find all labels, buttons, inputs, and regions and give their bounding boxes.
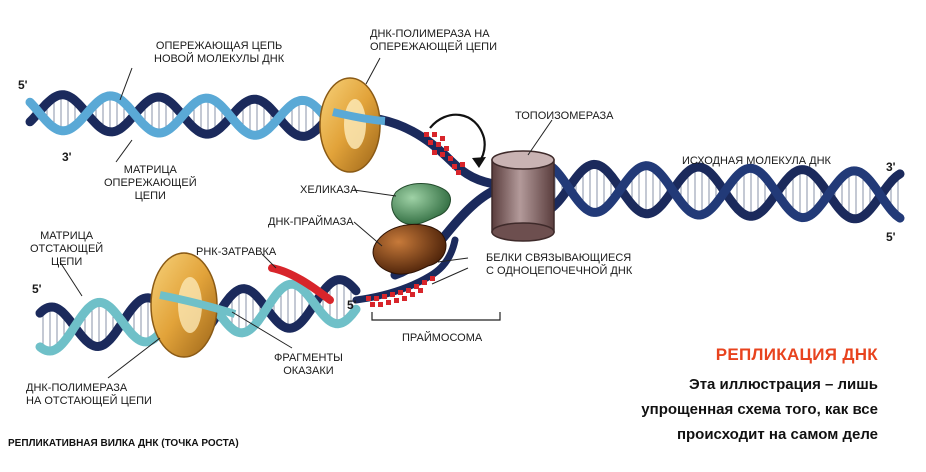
ssb-dot [410, 292, 415, 297]
dotted-protein-icon [366, 276, 435, 307]
ssb-dot [440, 136, 445, 141]
footer-caption: РЕПЛИКАТИВНАЯ ВИЛКА ДНК (ТОЧКА РОСТА) [8, 438, 239, 449]
prime-lagging-inner-5: 5' [347, 298, 357, 312]
rotation-arrow-icon [430, 115, 485, 164]
ssb-dot [430, 276, 435, 281]
ssb-dot [374, 296, 379, 301]
ssb-dot [448, 156, 453, 161]
primosome-bracket [372, 312, 500, 320]
ssb-dot [460, 162, 465, 167]
ssb-dot [422, 280, 427, 285]
prime-left-3: 3' [62, 150, 72, 164]
caption-line: Эта иллюстрация – лишь [641, 372, 878, 397]
ssb-dot [398, 290, 403, 295]
ssb-dot [366, 296, 371, 301]
ssb-dot [428, 140, 433, 145]
ssb-dot [432, 132, 437, 137]
ssb-dot [386, 300, 391, 305]
arrow-head [472, 157, 486, 168]
caption-line: происходит на самом деле [641, 422, 878, 447]
ssb-dot [382, 294, 387, 299]
ssb-dot [402, 296, 407, 301]
label-original-molecule: ИСХОДНАЯ МОЛЕКУЛА ДНК [682, 155, 831, 168]
cylinder-ring-icon [492, 151, 554, 241]
ssb-dot [390, 292, 395, 297]
prime-right-5: 5' [886, 230, 896, 244]
ssb-dot [436, 142, 441, 147]
protein-blob-icon [373, 224, 446, 274]
ssb-dot [432, 150, 437, 155]
ssb-dot [440, 152, 445, 157]
ssb-dot [444, 146, 449, 151]
ssb-dot [370, 302, 375, 307]
ssb-dot [452, 164, 457, 169]
ssb-dot [456, 170, 461, 175]
prime-right-3: 3' [886, 160, 896, 174]
protein-blob-icon [392, 184, 451, 225]
ssb-dot [394, 298, 399, 303]
caption-line: упрощенная схема того, как все [641, 397, 878, 422]
original-dna-helix [496, 163, 900, 219]
caption-body: Эта иллюстрация – лишь упрощенная схема … [641, 372, 878, 447]
label-primosome: ПРАЙМОСОМА [402, 332, 482, 345]
ssb-dot [378, 302, 383, 307]
label-helicase: ХЕЛИКАЗА [300, 184, 357, 197]
caption-title: РЕПЛИКАЦИЯ ДНК [716, 345, 878, 365]
prime-top-left-5: 5' [18, 78, 28, 92]
label-topoisomerase: ТОПОИЗОМЕРАЗА [515, 110, 614, 123]
prime-lagging-left-5: 5' [32, 282, 42, 296]
label-rna-primer: РНК-ЗАТРАВКА [196, 246, 276, 259]
ssb-dot [418, 288, 423, 293]
ring-clamp-icon [320, 78, 385, 172]
label-primase: ДНК-ПРАЙМАЗА [268, 216, 354, 229]
ssb-dot [424, 132, 429, 137]
